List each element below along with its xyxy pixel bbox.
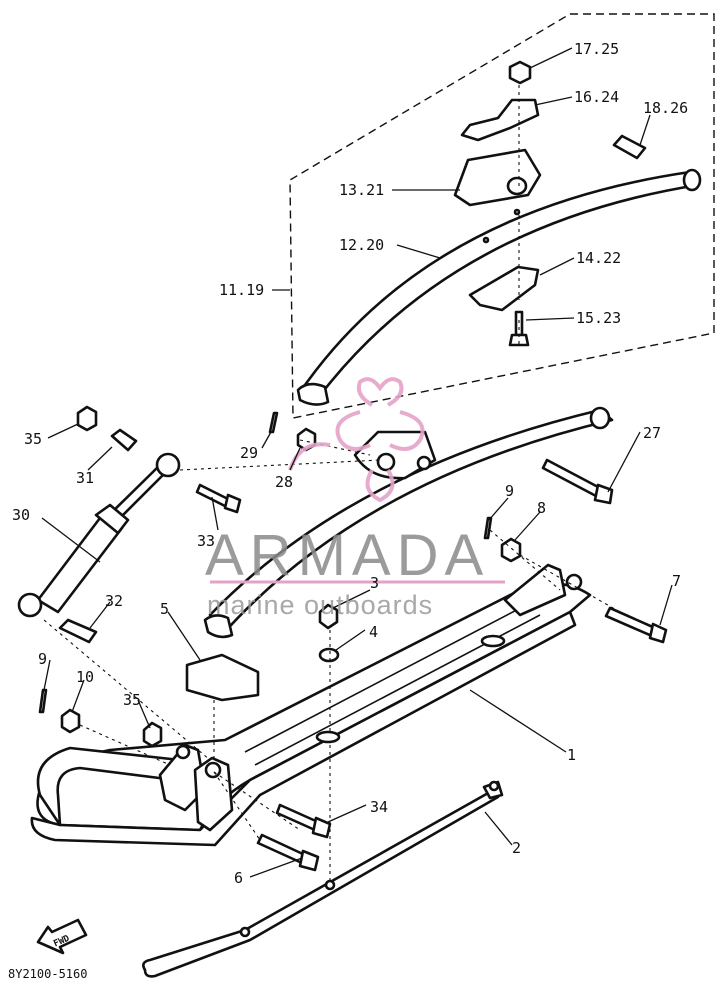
- nut-17: [508, 60, 532, 85]
- watermark-tagline: marine outboards: [207, 590, 433, 620]
- shock-absorber: [17, 452, 181, 618]
- nut-35-lower: [142, 721, 163, 748]
- callout-16-24: 16.24: [574, 88, 619, 106]
- collar-32: [58, 618, 98, 644]
- callout-17-25: 17.25: [574, 40, 619, 58]
- callout-1: 1: [567, 746, 576, 764]
- callout-27: 27: [643, 424, 661, 442]
- callout-18-26: 18.26: [643, 99, 688, 117]
- nut-10: [60, 708, 81, 734]
- bolt-33: [195, 483, 242, 514]
- callout-10: 10: [76, 668, 94, 686]
- callout-28: 28: [275, 473, 293, 491]
- nut-3: [318, 603, 339, 630]
- callout-7: 7: [672, 572, 681, 590]
- clip-plate: [468, 265, 540, 312]
- lower-leaf-spring: [203, 406, 614, 639]
- clamp-plate: [460, 98, 540, 142]
- ski-body: [30, 563, 592, 847]
- callout-14-22: 14.22: [576, 249, 621, 267]
- callout-12-20: 12.20: [339, 236, 384, 254]
- callout-33: 33: [197, 532, 215, 550]
- callout-8: 8: [537, 499, 546, 517]
- callout-labels: 17.25 16.24 18.26 13.21 12.20 14.22 11.1…: [12, 40, 688, 887]
- washer-4: [318, 647, 340, 663]
- callout-9-right: 9: [505, 482, 514, 500]
- bushing-18: [612, 134, 647, 160]
- diagram-code: 8Y2100-5160: [8, 967, 87, 981]
- callout-15-23: 15.23: [576, 309, 621, 327]
- callout-34: 34: [370, 798, 388, 816]
- bracket-5: [185, 653, 260, 702]
- callout-11-19: 11.19: [219, 281, 264, 299]
- spring-saddle: [453, 148, 542, 207]
- upper-leaf-spring: [296, 168, 702, 406]
- bolt-7: [604, 606, 668, 644]
- callout-35-upper: 35: [24, 430, 42, 448]
- bolt-15: [508, 310, 530, 347]
- saddle-bushing: [506, 176, 528, 196]
- callout-leaders: [41, 47, 673, 878]
- callout-31: 31: [76, 469, 94, 487]
- watermark: [210, 377, 505, 584]
- callout-6: 6: [234, 869, 243, 887]
- nut-35-upper: [76, 405, 98, 432]
- forward-direction-arrow: FWD: [36, 918, 88, 955]
- callout-13-21: 13.21: [339, 181, 384, 199]
- bushing-31: [110, 428, 138, 452]
- bolt-27: [541, 458, 614, 505]
- cotter-pin-29: [268, 411, 279, 434]
- callout-4: 4: [369, 623, 378, 641]
- callout-2: 2: [512, 839, 521, 857]
- callout-5: 5: [160, 600, 169, 618]
- callout-9-left: 9: [38, 650, 47, 668]
- callout-29: 29: [240, 444, 258, 462]
- nut-8: [500, 537, 522, 563]
- callout-30: 30: [12, 506, 30, 524]
- cotter-pin-9-left: [38, 688, 48, 714]
- spring-subassembly-boundary: [289, 13, 715, 419]
- callout-35-lower: 35: [123, 691, 141, 709]
- watermark-logo-mark: [288, 377, 425, 503]
- callout-3: 3: [370, 574, 379, 592]
- callout-32: 32: [105, 592, 123, 610]
- bolt-34: [275, 803, 332, 839]
- watermark-brand: ARMADA: [205, 523, 489, 588]
- bolt-6: [256, 833, 320, 872]
- ski-runner: [142, 780, 504, 978]
- alignment-lines: [43, 85, 621, 885]
